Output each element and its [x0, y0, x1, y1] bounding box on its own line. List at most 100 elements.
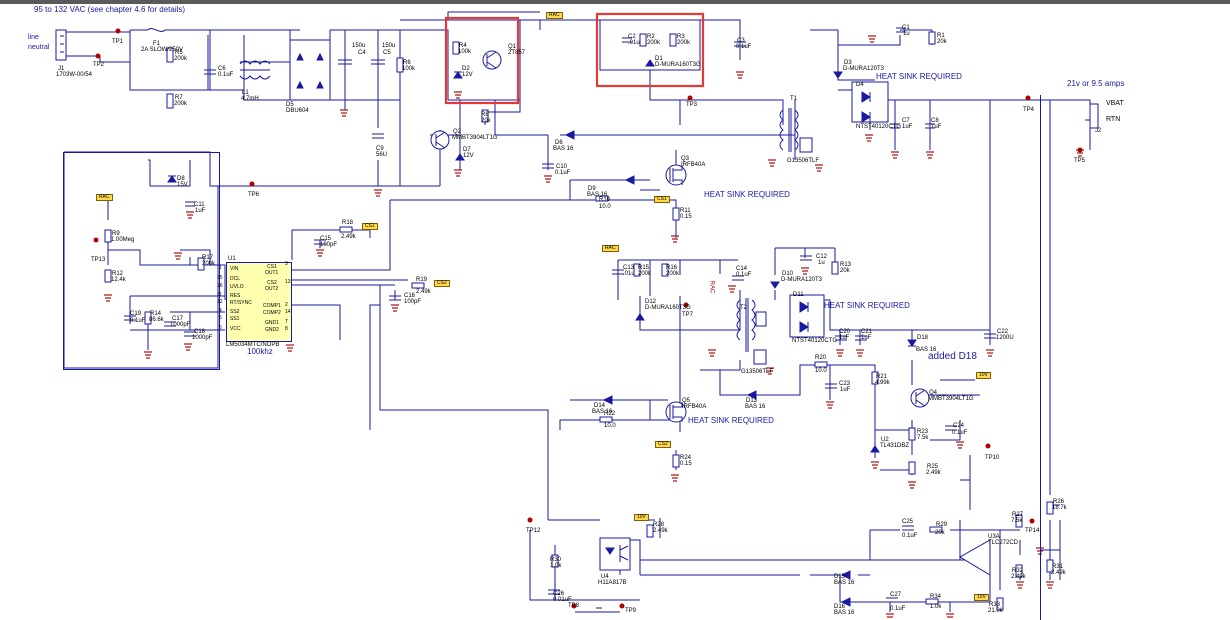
- controller-ic-u1[interactable]: VIN DCL UVLO RES RT/SYNC SS2 SS1 VCC CS1…: [226, 262, 292, 342]
- ic-pin-cs1: CS1: [267, 264, 277, 270]
- r10-value: 10.0: [599, 204, 611, 210]
- q1-value: 2T857: [508, 50, 526, 56]
- neutral-label: neutral: [28, 44, 50, 51]
- c20-value: 1uF: [839, 335, 850, 341]
- r31-value: 2.49k: [1051, 570, 1066, 576]
- ic-pin-dcl: DCL: [230, 276, 241, 282]
- d7-value: 12V: [463, 153, 474, 159]
- c11-value: 1uF: [195, 208, 206, 214]
- c24-ref: C24: [953, 423, 965, 429]
- net-tag-10v-opamp: 10V: [974, 594, 989, 601]
- l1-value: 4.7mH: [241, 96, 259, 102]
- r23-ref: R23: [917, 429, 929, 435]
- d14-ref: D14: [594, 403, 606, 409]
- t2-ref: T2: [740, 305, 748, 311]
- c4-ref: C4: [358, 50, 366, 56]
- d13-ref: D13: [746, 398, 758, 404]
- output-rail-outline: [1040, 95, 1091, 620]
- d4-ref: D4: [856, 82, 864, 88]
- r23-value: 7.5k: [917, 435, 929, 441]
- r20-ref: R20: [815, 355, 827, 361]
- r11-ref: R11: [680, 208, 691, 214]
- u4-ref: U4: [601, 574, 609, 580]
- c22-ref: C22: [997, 329, 1009, 335]
- ic-ref: U1: [228, 256, 236, 262]
- net-tag-rac-left: RAC: [96, 194, 113, 201]
- d11-value: NTST40120CTG: [792, 338, 838, 344]
- d9-ref: D9: [588, 186, 596, 192]
- d3-value: D-MURA120T3: [843, 66, 885, 72]
- tp10-label: TP10: [985, 455, 1000, 461]
- ic-pin-gnd2: GND2: [265, 327, 279, 333]
- heat-sink-note-d11: HEAT SINK REQUIRED: [824, 301, 910, 310]
- r4-value: 100k: [458, 49, 472, 55]
- d8-ref: D8: [177, 176, 185, 182]
- u2-ref: U2: [881, 437, 889, 443]
- r2-value: 200k: [647, 40, 661, 46]
- r24-ref: R24: [680, 455, 692, 461]
- r5-ref: R5: [175, 50, 183, 56]
- q1-ref: Q1: [508, 44, 517, 50]
- d15-value: BAS 16: [834, 580, 855, 586]
- r16-value: 200k: [666, 271, 680, 277]
- r34-ref: R34: [930, 594, 942, 600]
- r6-value: 100k: [402, 66, 416, 72]
- d6-ref: D6: [555, 140, 563, 146]
- ic-pin-comp2: COMP2: [263, 310, 281, 316]
- r25-value: 2.49k: [926, 470, 941, 476]
- r15-value: 200k: [638, 271, 652, 277]
- u2-value: TL431DBZ: [880, 443, 910, 449]
- tp8-label: TP8: [568, 603, 580, 609]
- ic-pin-num-16: 16: [217, 283, 223, 289]
- q2-ref: Q2: [453, 129, 462, 135]
- r33-value: 21.0k: [988, 608, 1003, 614]
- c21-value: 1uF: [861, 335, 872, 341]
- r30-ref: R30: [550, 557, 562, 563]
- d1-ref: D1: [655, 56, 663, 62]
- d12-value: D-MURA160T3G: [645, 305, 691, 311]
- control-block-outline: [63, 152, 220, 370]
- rac-rotated-label: RAC: [708, 280, 715, 294]
- window-top-bar: [0, 0, 1230, 4]
- c19-value: 0.1uF: [130, 318, 146, 324]
- r7-ref: R7: [175, 95, 183, 101]
- c27-value: 0.1uF: [890, 606, 906, 612]
- d13-value: BAS 16: [745, 404, 766, 410]
- ic-pin-num-15: 15: [217, 275, 223, 281]
- q4-value: MMBT3904LT1G: [928, 396, 974, 402]
- r32-ref: R32: [1012, 568, 1024, 574]
- c25-ref: C25: [902, 519, 914, 525]
- tp5-label: TP5: [1074, 158, 1086, 164]
- ic-pin-num-11: 11: [217, 292, 223, 298]
- ic-pin-num-2: 2: [285, 302, 288, 308]
- heat-sink-note-q5: HEAT SINK REQUIRED: [688, 416, 774, 425]
- r1-ref: R1: [937, 33, 945, 39]
- c14-value: 0.1uF: [736, 272, 752, 278]
- u3-ref: U3A: [988, 534, 1000, 540]
- c20-ref: C20: [839, 329, 851, 335]
- r32-value: 2.49k: [1011, 574, 1026, 580]
- ic-pin-num-5: 5: [219, 315, 222, 321]
- ic-pin-res: RES: [230, 293, 241, 299]
- r13-value: 20k: [840, 268, 850, 274]
- c13-ref: C13: [623, 265, 635, 271]
- c17-value: 1000pF: [170, 322, 191, 328]
- ic-pin-gnd1: GND1: [265, 320, 279, 326]
- j1-value: 1703W-00/54: [56, 72, 92, 78]
- ic-pin-num-6: 6: [219, 325, 222, 331]
- d18-ref: D18: [917, 335, 929, 341]
- j2-ref: J2: [1095, 128, 1102, 134]
- q5-ref: Q5: [682, 398, 691, 404]
- r22-value: 10.0: [604, 423, 616, 429]
- r19-value: 2.49k: [416, 289, 431, 295]
- r16-ref: R16: [666, 265, 678, 271]
- d5-value: DBU604: [286, 108, 309, 114]
- net-tag-rac-top: RAC: [546, 12, 563, 19]
- ic-pin-num-7: 7: [285, 319, 288, 325]
- ic-pin-num-12: 12: [217, 299, 223, 305]
- net-tag-cs1-q3: CS1: [654, 196, 670, 203]
- c4-value: 150u: [352, 43, 366, 49]
- r3-ref: R3: [677, 34, 685, 40]
- ic-pin-cs2: CS2: [267, 280, 277, 286]
- d6-value: BAS 16: [553, 146, 574, 152]
